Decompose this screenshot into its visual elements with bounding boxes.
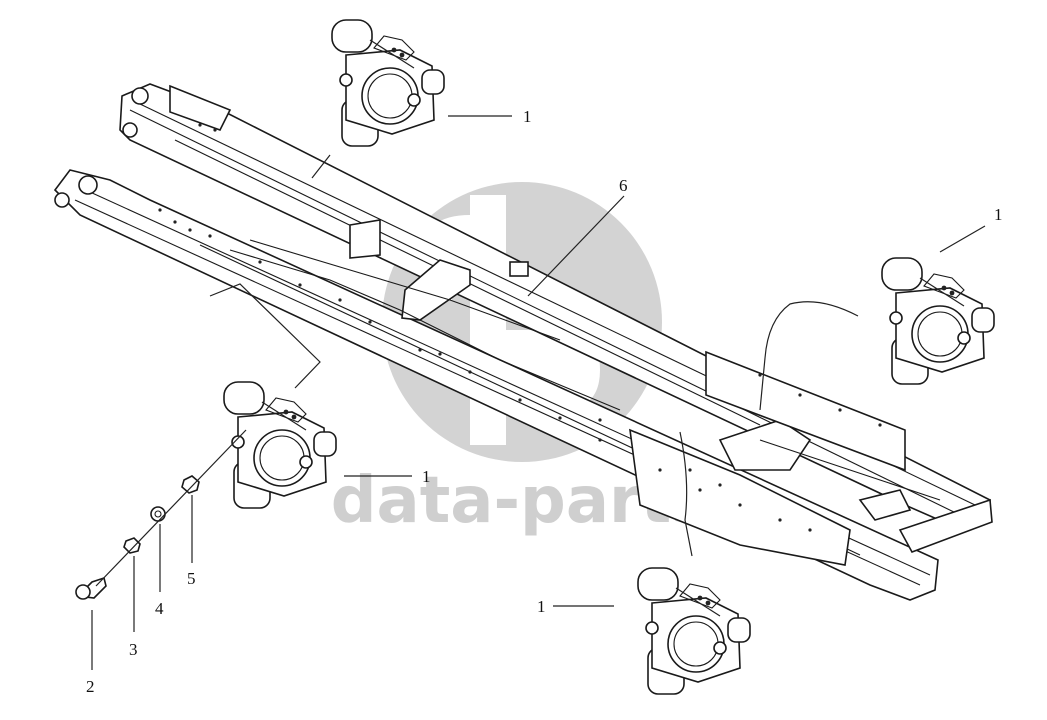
callout-label-1a: 1 [523,107,532,126]
washer [150,506,166,522]
valve-assembly-top [331,19,445,147]
callout-label-1d: 1 [537,597,546,616]
callout-label-5: 5 [187,569,196,588]
callout-label-2: 2 [86,677,95,696]
chassis-frame [53,83,993,601]
callout-label-1c: 1 [422,467,431,486]
valve-assembly-left [223,381,337,509]
valve-assembly-bottom [637,567,751,695]
callout-label-4: 4 [155,599,164,618]
fastener-axis-line [95,429,247,587]
callout-label-6: 6 [619,176,628,195]
nut-large [181,475,200,494]
callout-label-3: 3 [129,640,138,659]
callout-label-1b: 1 [994,205,1003,224]
valve-assembly-right [881,257,995,385]
bolt [75,576,107,600]
leader-lines [91,115,986,670]
nut-small [123,537,141,554]
